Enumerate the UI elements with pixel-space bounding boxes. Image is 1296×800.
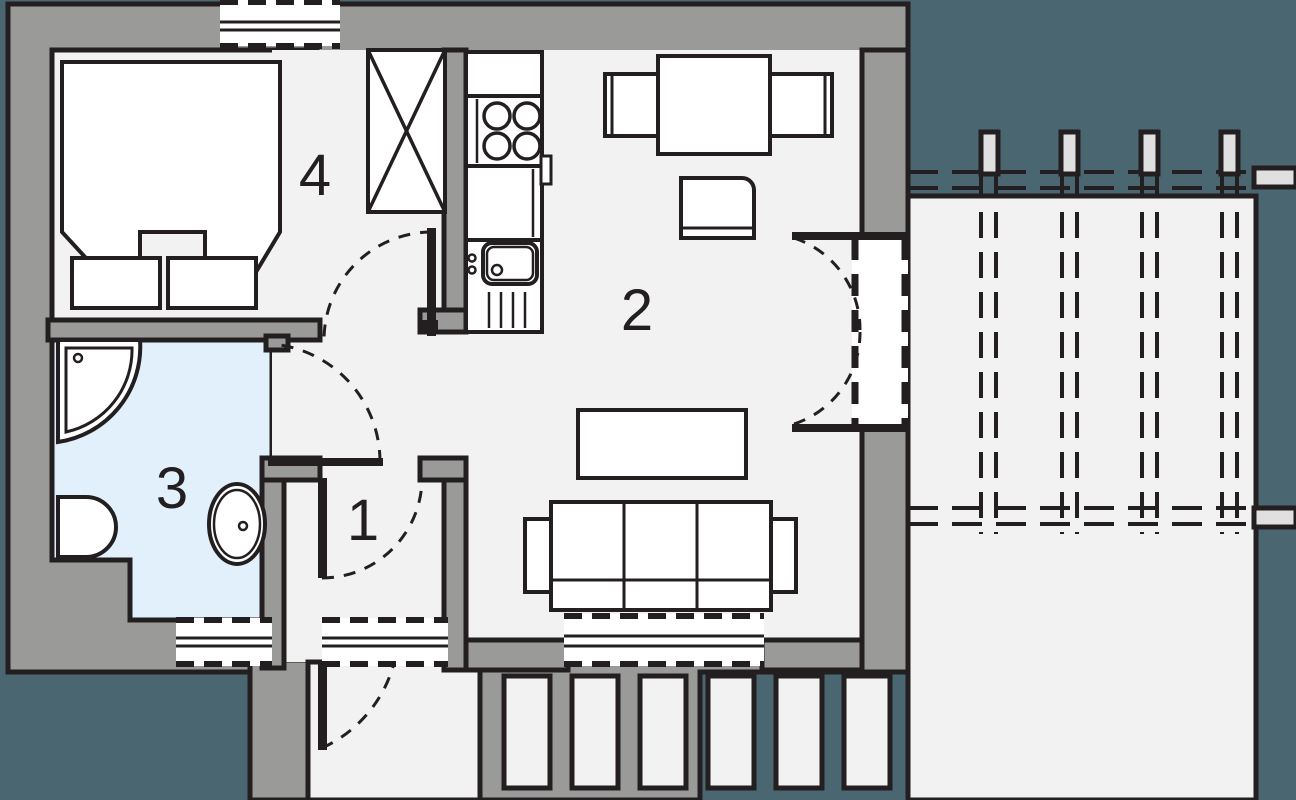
pergola-rafters [979,172,1239,534]
pergola-beam-stub-bottom [1251,505,1296,530]
terrace-door-sill [792,424,908,432]
living-room-furniture [523,408,798,612]
entry-stoop-floor [305,659,483,800]
armchair [679,176,756,240]
sofa-three-seat [523,500,798,612]
wall-bedroom-bathroom [45,317,323,343]
sink-tap [467,265,477,275]
room-labels: 4 2 3 1 [156,143,653,553]
planter-slat [841,673,893,791]
drainboard-grooves [487,292,527,328]
entry-door-leaf [318,662,327,750]
terrace-floor [905,193,1259,800]
bedroom-furniture [60,48,447,310]
bathroom-window-south [176,617,272,667]
pergola-post [1138,129,1161,177]
room-label-2: 2 [621,278,653,343]
pergola-post [978,129,1001,177]
washbasin [207,482,267,566]
room-label-4: 4 [299,143,331,208]
bedroom-window-north [220,0,340,49]
planter-slat [569,673,621,791]
planter-slat [773,673,825,791]
planter-slat [637,673,689,791]
wall-kitchen-partition [441,47,469,335]
terrace-door-head [792,232,908,240]
sofa-armrest-left [523,517,555,594]
refrigerator-handle [539,154,553,186]
room-label-1: 1 [347,488,379,553]
burner [512,101,542,131]
kitchen-sink-with-drainboard [464,238,544,334]
burner [482,101,512,131]
pillow [70,256,162,310]
pergola-beam-lower [908,506,1256,526]
living-window-south [564,613,764,667]
wall-terrace-door-bottom [859,425,911,675]
wall-bedroom-bathroom-nib [263,333,291,353]
pergola-post [1058,129,1081,177]
dining-chair [768,72,834,138]
washbasin-drain [237,520,249,532]
terrace [905,129,1296,800]
burner [482,131,512,161]
bathtub-drain [72,352,84,364]
sofa-body [549,500,773,612]
pergola-post [1218,129,1241,177]
dining-table [656,54,772,156]
hallway-door-arc [271,342,382,463]
pillow [166,256,258,310]
planter-slat [501,673,553,791]
bedroom-door-leaf [427,228,436,336]
burner [512,131,542,161]
kitchen-counter-top [464,50,544,98]
pergola-posts [978,129,1241,177]
sink-drain [490,263,504,277]
doors [268,228,909,750]
room-label-3: 3 [156,456,188,521]
wall-hallway-east-head [417,455,469,483]
cooktop-four-burner [464,94,544,168]
planter-slat [705,673,757,791]
hallway-door-head [268,458,383,466]
kitchen-units [464,50,553,334]
wall-living-south-left [463,637,571,673]
corner-bathtub [56,338,143,445]
planter-slats [501,673,893,791]
bedroom-door-arc [322,230,433,341]
terrace-french-door [792,232,909,432]
hallway-window-south [322,617,448,667]
bathroom-door-arc [321,477,424,580]
dining-set [603,54,834,240]
bathroom-door-leaf [318,478,327,578]
sink-tap [467,253,477,263]
tv-console [576,408,748,480]
toilet [56,495,118,559]
refrigerator [464,154,553,242]
pergola-beam-stub-top [1251,165,1296,190]
pergola-beam-upper [908,170,1256,190]
interior-walls [45,47,911,675]
windows [176,0,764,667]
bathroom-fixtures [56,338,267,566]
bedroom-door-sill [420,320,438,330]
wall-terrace-door-top [859,47,911,239]
wardrobe [366,48,447,214]
